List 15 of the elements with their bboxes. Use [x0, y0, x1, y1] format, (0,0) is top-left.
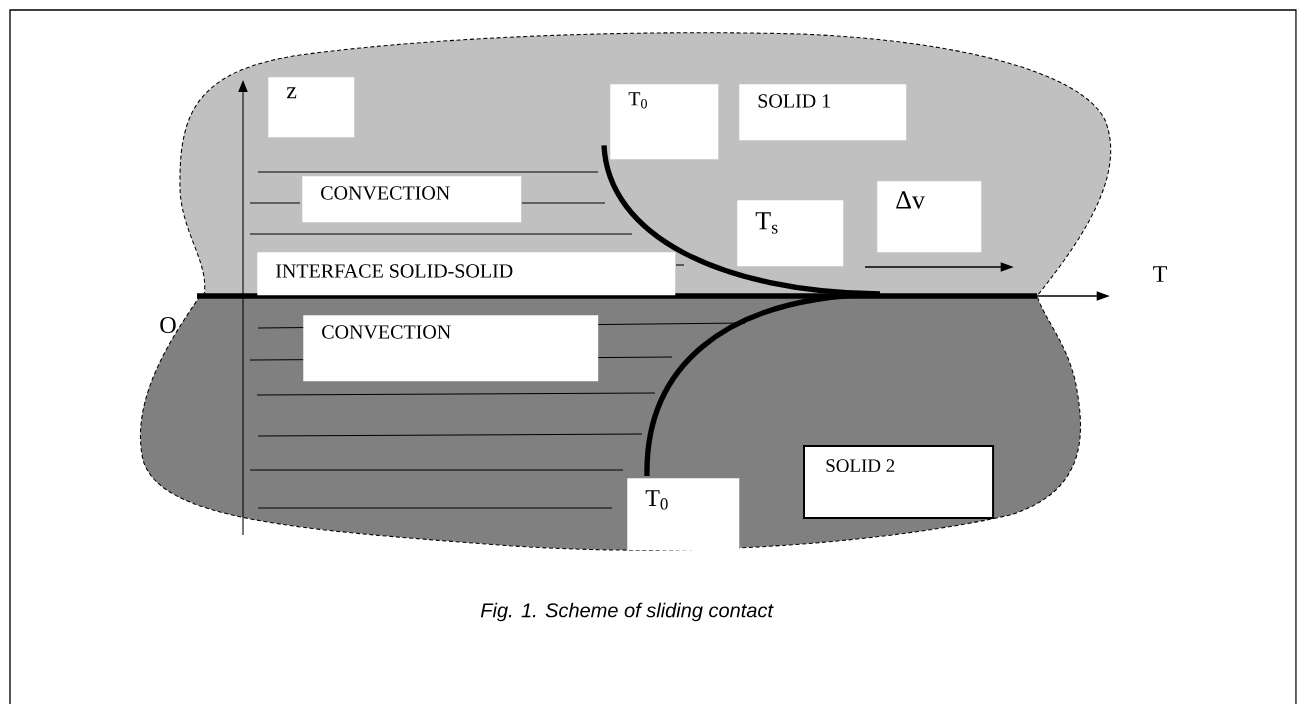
label-box: T$_{s}$ [737, 200, 844, 267]
label-box: Δv [877, 181, 982, 253]
axis-label: O [160, 316, 176, 334]
label-box: SOLID 1 [739, 84, 907, 141]
temperature-curve [601, 145, 883, 477]
axis-label: T [1153, 266, 1167, 282]
figure-caption: Fig. 1. Scheme of sliding contact [480, 602, 774, 622]
label-box: CONVECTION [302, 176, 522, 223]
label-box: T$_{0}$ [610, 84, 719, 160]
node-label: T$_{0}$ [645, 490, 668, 510]
label-box: T$_{0}$ [627, 478, 740, 551]
label-box: CONVECTION [303, 315, 599, 382]
label-box: SOLID 2 [803, 445, 995, 519]
label-box: z [268, 77, 355, 138]
label-box: INTERFACE SOLID-SOLID [257, 252, 676, 296]
